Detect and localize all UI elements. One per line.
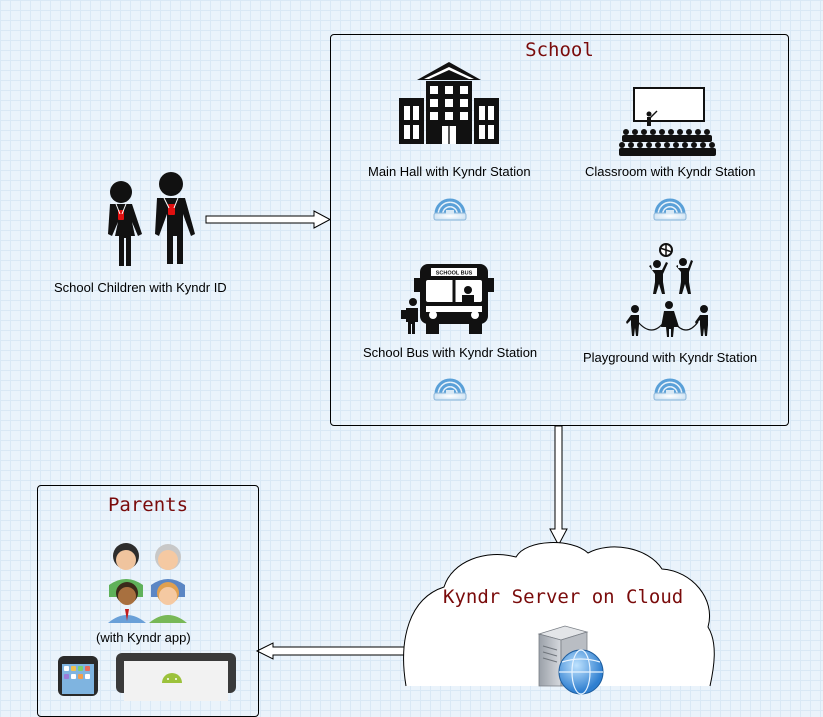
parents-title: Parents xyxy=(107,494,189,516)
school-bus-icon: SCHOOL BUS xyxy=(401,264,494,334)
server-globe-icon xyxy=(537,625,604,695)
wifi-station-icon xyxy=(433,372,467,402)
children-icon xyxy=(108,172,195,266)
classroom-icon xyxy=(619,87,716,156)
main-hall-label: Main Hall with Kyndr Station xyxy=(368,164,531,179)
tablet-icon xyxy=(116,653,236,701)
server-title: Kyndr Server on Cloud xyxy=(443,586,684,608)
arrow-school-to-server xyxy=(549,425,568,547)
phone-icon xyxy=(58,656,98,696)
wifi-station-icon xyxy=(653,192,687,222)
wifi-station-icon xyxy=(433,192,467,222)
school-building-icon xyxy=(399,62,499,144)
playground-icon xyxy=(626,243,708,337)
playground-label: Playground with Kyndr Station xyxy=(583,350,758,365)
school-container: School xyxy=(330,34,789,426)
school-title: School xyxy=(525,39,594,61)
arrow-children-to-school xyxy=(205,210,332,229)
bus-sign-text: SCHOOL BUS xyxy=(436,271,473,277)
children-label: School Children with Kyndr ID xyxy=(54,280,227,295)
connectors xyxy=(205,210,568,660)
parents-app-label: (with Kyndr app) xyxy=(96,630,191,645)
wifi-station-icon xyxy=(653,372,687,402)
classroom-label: Classroom with Kyndr Station xyxy=(585,164,756,179)
cloud-shape xyxy=(403,542,715,687)
arrow-parents-server xyxy=(255,642,426,660)
school-bus-label: School Bus with Kyndr Station xyxy=(363,345,538,360)
parents-group-icon xyxy=(108,543,187,623)
